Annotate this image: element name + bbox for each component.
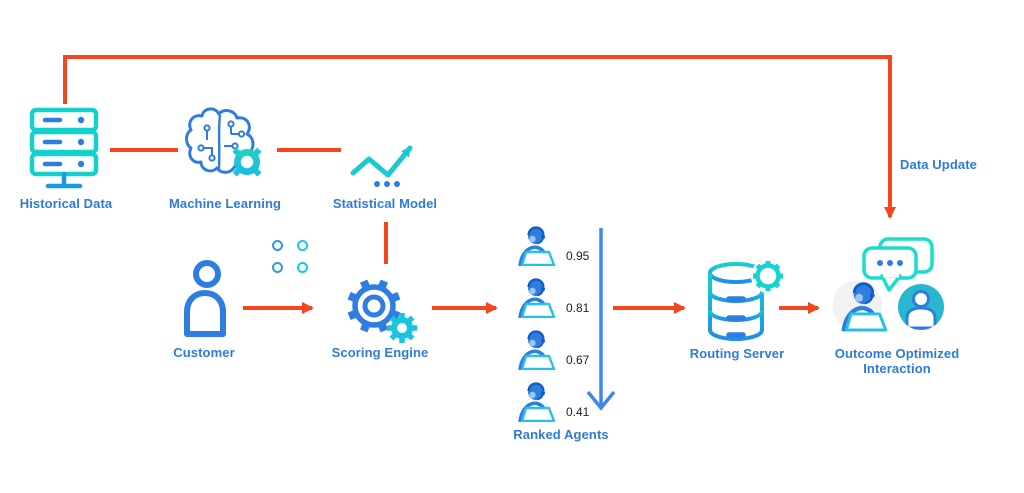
person-outline-icon <box>184 260 226 337</box>
ranked-agent-row: 0.67 <box>512 330 589 370</box>
ranked-agent-row: 0.81 <box>512 278 589 318</box>
agent-headset-laptop-icon <box>832 280 888 332</box>
bar-chart-trend-icon <box>350 126 413 187</box>
brain-gear-icon <box>185 107 265 180</box>
data-update-arrow <box>63 55 896 219</box>
server-stack-icon <box>29 107 99 189</box>
agent-headset-laptop-icon <box>518 278 556 318</box>
agent-score: 0.81 <box>566 301 590 315</box>
decorative-dot <box>272 262 283 273</box>
agent-headset-laptop-icon <box>518 226 556 266</box>
ranked-agent-row: 0.95 <box>512 226 589 266</box>
machine-learning-label: Machine Learning <box>168 196 282 211</box>
rank-order-arrow <box>586 228 616 411</box>
chat-bubbles-icon <box>862 237 934 292</box>
outcome-label-line1: Outcome Optimized <box>834 346 960 361</box>
agent-headset-laptop-icon <box>518 382 556 422</box>
outcome-label: Outcome Optimized Interaction <box>812 346 982 377</box>
double-gear-icon <box>347 279 417 343</box>
ranked-agents-label: Ranked Agents <box>513 427 609 442</box>
routing-server-label: Routing Server <box>689 346 785 361</box>
decorative-dot <box>297 240 308 251</box>
ranked-agent-row: 0.41 <box>512 382 589 422</box>
agent-headset-laptop-icon <box>518 330 556 370</box>
statistical-model-label: Statistical Model <box>332 196 438 211</box>
person-circle-icon <box>898 284 944 330</box>
decorative-dot <box>272 240 283 251</box>
decorative-dot <box>297 262 308 273</box>
outcome-label-line2: Interaction <box>863 360 931 376</box>
agent-score: 0.67 <box>566 353 590 367</box>
database-gear-icon <box>708 259 785 341</box>
agent-score: 0.95 <box>566 249 590 263</box>
data-update-label: Data Update <box>900 157 977 172</box>
customer-label: Customer <box>173 345 235 360</box>
historical-data-label: Historical Data <box>19 196 113 211</box>
agent-score: 0.41 <box>566 405 590 419</box>
scoring-engine-label: Scoring Engine <box>331 345 429 360</box>
